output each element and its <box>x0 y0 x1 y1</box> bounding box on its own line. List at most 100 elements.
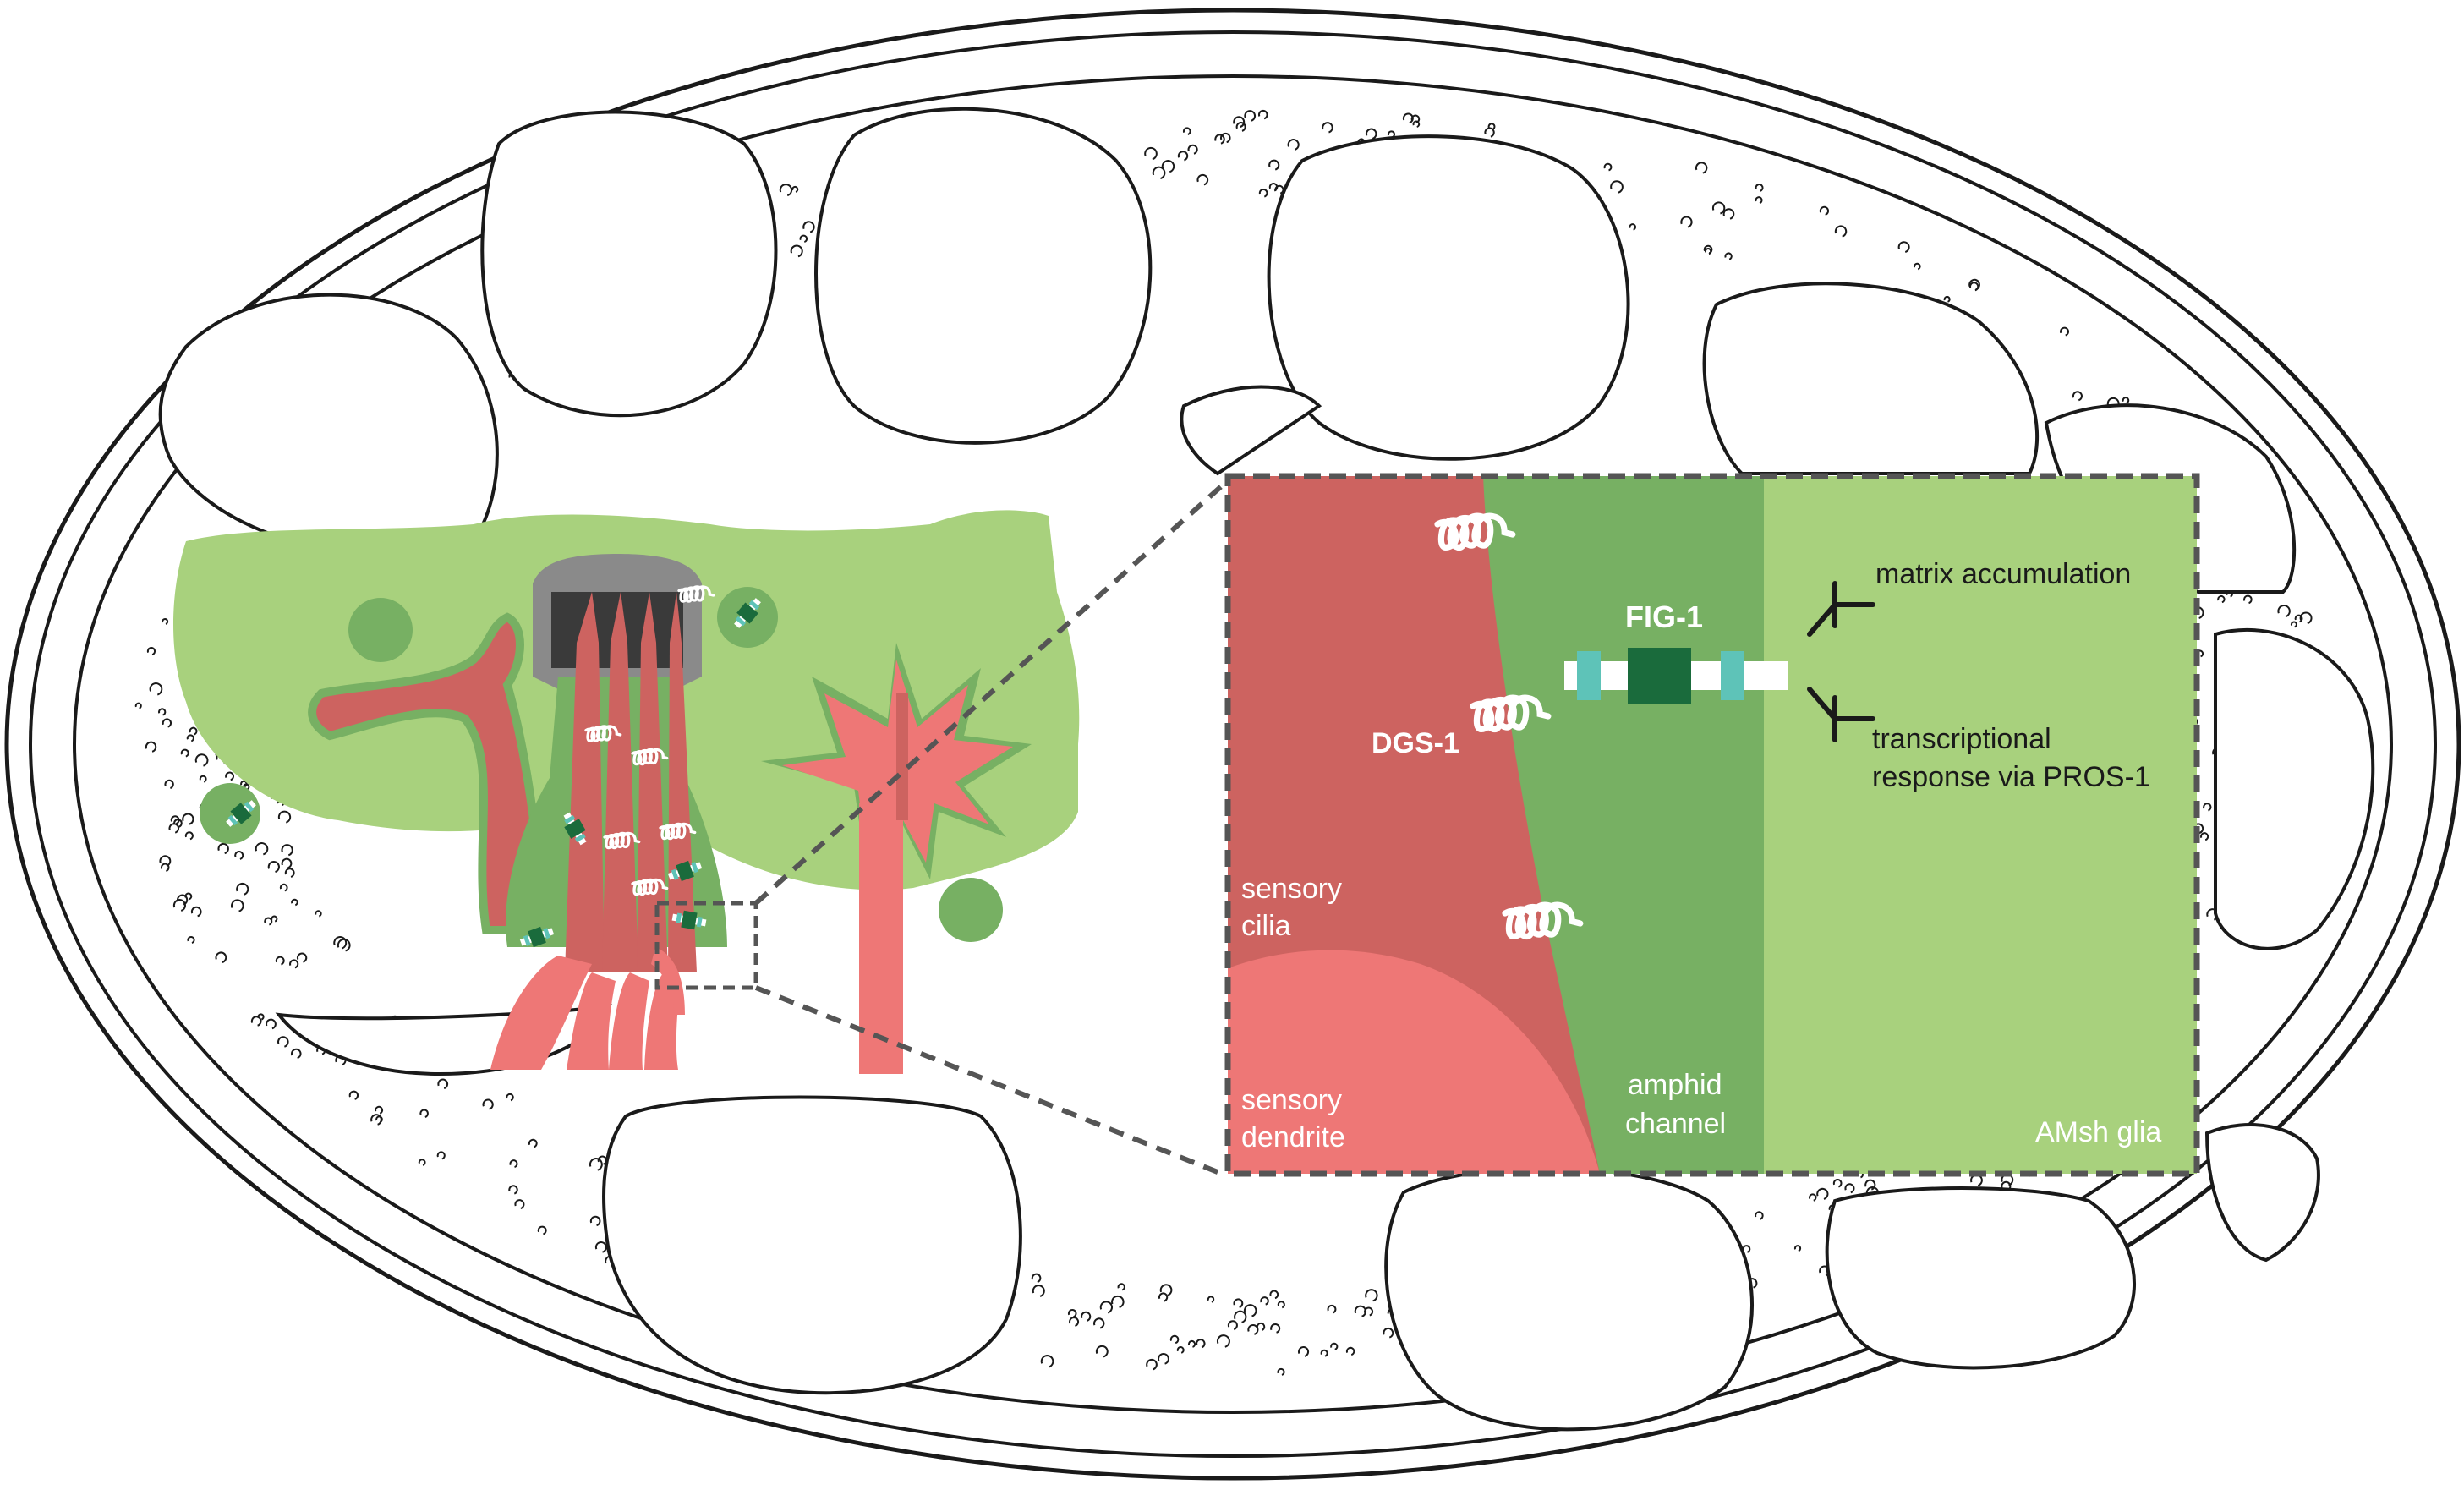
neuron-branched <box>308 612 546 934</box>
speckle <box>1680 216 1693 228</box>
speckle <box>1703 244 1713 255</box>
speckle <box>1320 1349 1328 1357</box>
speckle <box>1146 1358 1158 1371</box>
speckle <box>257 1013 265 1021</box>
speckle <box>291 1048 302 1060</box>
speckle <box>277 810 292 824</box>
amphid-channel-label: amphid <box>1628 1069 1722 1101</box>
matrix-accumulation-label: matrix accumulation <box>1875 558 2131 590</box>
speckle <box>164 779 174 789</box>
speckle <box>2203 803 2212 812</box>
fig1-label: FIG-1 <box>1625 600 1703 634</box>
speckle <box>279 883 288 892</box>
speckle <box>2277 605 2291 618</box>
speckle <box>2294 614 2303 623</box>
speckle <box>1176 1346 1185 1354</box>
speckle <box>315 910 322 918</box>
speckle <box>1161 160 1175 173</box>
speckle <box>1069 1317 1079 1327</box>
speckle <box>514 1199 525 1209</box>
speckle <box>1159 1284 1173 1296</box>
speckle <box>508 1185 518 1195</box>
speckle <box>1268 159 1280 171</box>
speckle <box>779 184 793 197</box>
speckle <box>162 718 172 728</box>
speckle <box>791 185 799 193</box>
speckle <box>291 898 298 907</box>
speckle <box>1196 1339 1206 1349</box>
speckle <box>146 647 156 656</box>
speckle <box>1322 122 1333 134</box>
speckle <box>1158 1353 1169 1365</box>
speckle <box>1182 127 1191 135</box>
speckle <box>190 906 202 918</box>
speckle <box>1755 196 1763 205</box>
speckle <box>1484 127 1495 138</box>
speckle <box>234 851 244 860</box>
speckle <box>802 221 815 233</box>
speckle <box>264 917 273 926</box>
cell <box>480 110 778 418</box>
speckle <box>1603 162 1613 172</box>
dgs1-label: DGS-1 <box>1372 727 1459 759</box>
cell <box>602 1095 1022 1395</box>
speckle <box>149 682 163 696</box>
speckle <box>215 951 227 963</box>
speckle <box>236 882 249 896</box>
speckle <box>2122 397 2130 404</box>
speckle <box>1327 1304 1337 1314</box>
speckle <box>1207 1296 1215 1303</box>
speckle <box>1177 151 1189 162</box>
speckle <box>1816 1187 1829 1200</box>
speckle <box>1968 278 1980 291</box>
speckle <box>375 1105 384 1115</box>
speckle <box>437 1078 449 1090</box>
speckle <box>1152 166 1166 180</box>
speckle <box>1260 1296 1269 1306</box>
speckle <box>1755 1211 1764 1220</box>
speckle <box>187 936 195 945</box>
speckle <box>589 1158 603 1171</box>
speckle <box>1040 1355 1054 1368</box>
speckle <box>1610 180 1624 194</box>
speckle <box>182 813 194 825</box>
speckle <box>1819 205 1829 216</box>
speckle <box>1808 1193 1817 1202</box>
speckle <box>271 915 278 923</box>
speckle <box>1169 1334 1180 1345</box>
speckle <box>266 1018 277 1030</box>
speckle <box>170 815 180 825</box>
cell <box>1384 1166 1754 1432</box>
speckle <box>176 894 189 906</box>
amphid-schematic <box>173 487 1080 1074</box>
inset-border <box>1224 473 2200 1177</box>
speckle <box>199 775 207 783</box>
sensory-cilia-label-2: cilia <box>1241 910 1291 942</box>
speckle <box>2290 621 2297 628</box>
speckle <box>509 1159 518 1169</box>
sensory-dendrite-label-2: dendrite <box>1241 1121 1345 1153</box>
speckle <box>1897 241 1910 254</box>
inhibition-arrows <box>1807 581 1875 742</box>
speckle <box>1256 1322 1266 1332</box>
speckle <box>1217 1334 1230 1348</box>
glia-vesicle <box>939 878 1003 942</box>
speckle <box>1158 1292 1169 1302</box>
speckle <box>799 234 808 244</box>
speckle <box>172 899 186 912</box>
speckle <box>333 936 348 950</box>
speckle <box>1187 144 1198 155</box>
speckle <box>281 857 293 869</box>
amphid-cilia <box>565 592 697 972</box>
speckle <box>1277 1367 1285 1376</box>
speckle <box>528 1138 538 1148</box>
cell <box>2214 627 2375 950</box>
speckle <box>1196 173 1209 186</box>
speckle <box>275 956 285 966</box>
speckle <box>2199 832 2209 841</box>
sensory-dendrite-label: sensory <box>1241 1084 1342 1116</box>
speckle <box>337 938 351 952</box>
speckle <box>1095 1345 1109 1358</box>
inset-panel <box>1224 473 2200 1177</box>
speckle <box>1219 132 1231 144</box>
